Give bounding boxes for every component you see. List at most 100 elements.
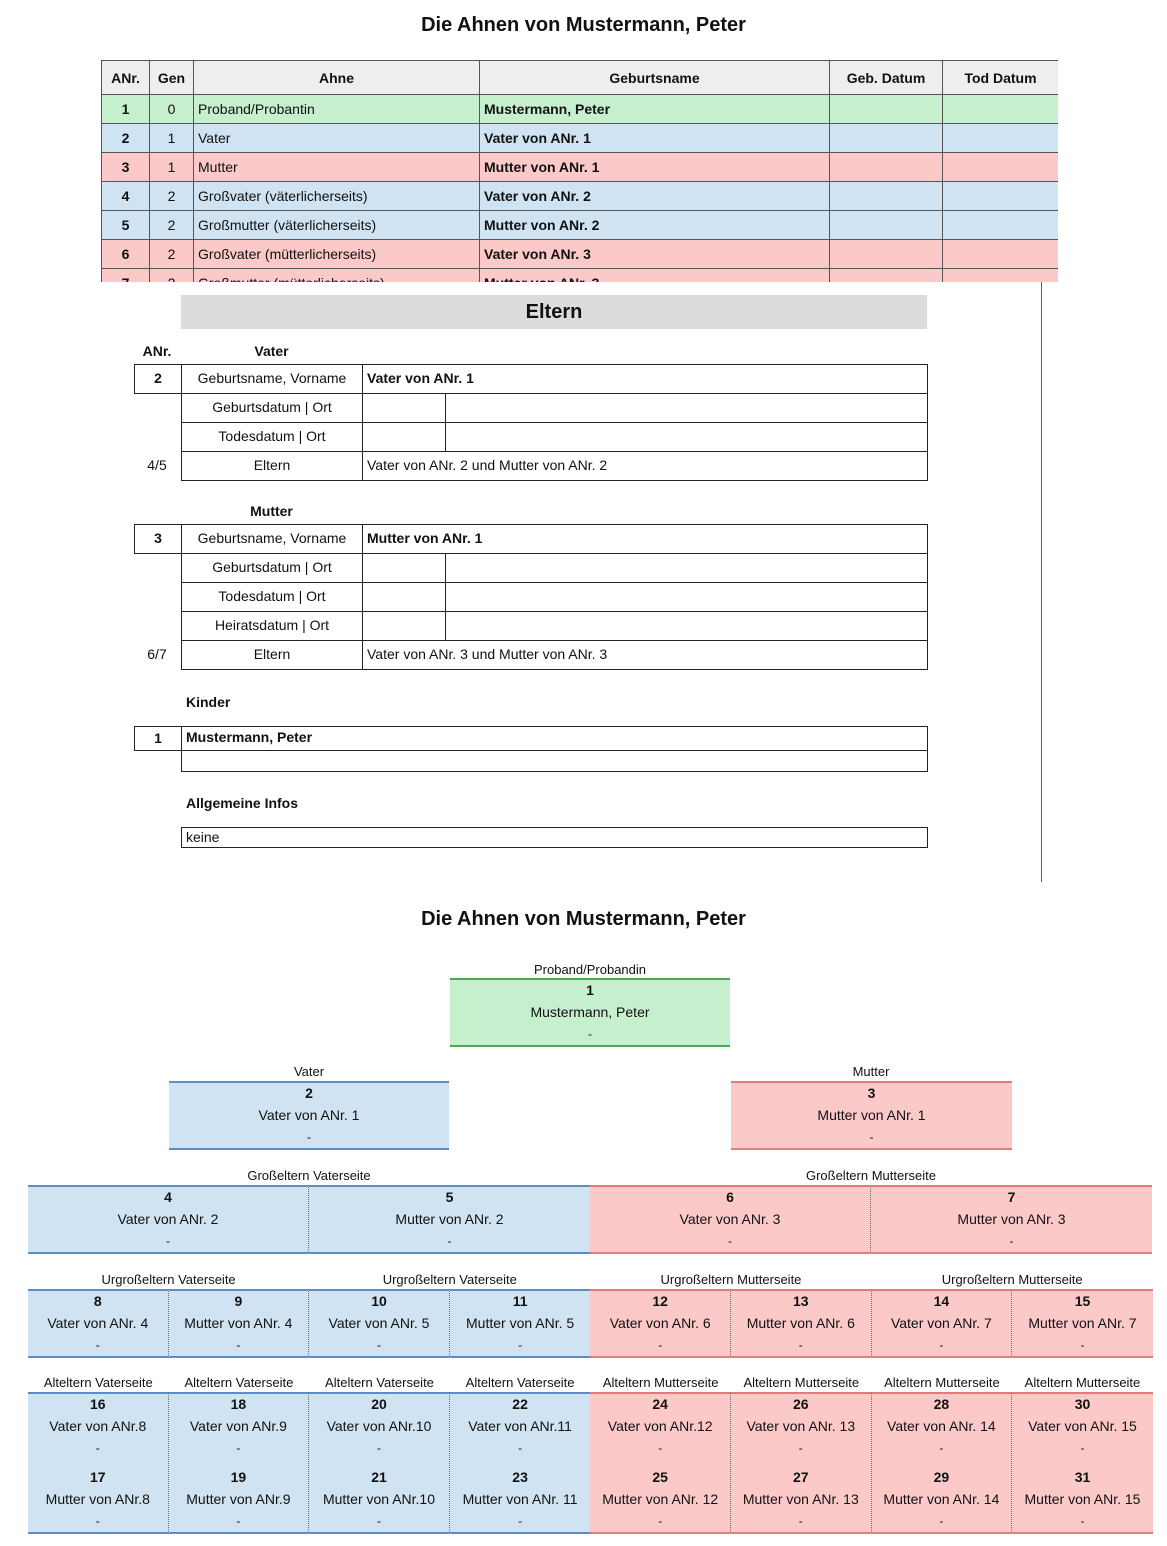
cell-anr[interactable]: 4: [101, 181, 150, 211]
ahne-number[interactable]: 29: [933, 1469, 950, 1485]
vater-box[interactable]: 2 Vater von ANr. 1 -: [169, 1081, 449, 1150]
cell-gen[interactable]: 2: [149, 181, 194, 211]
cell-gen[interactable]: 2: [149, 239, 194, 269]
cell-gen[interactable]: 2: [149, 210, 194, 240]
cell-geb-datum[interactable]: [829, 123, 943, 153]
vater-tod-datum[interactable]: [362, 422, 446, 452]
cell-tod-datum[interactable]: [942, 210, 1058, 240]
col-header-geburtsname[interactable]: Geburtsname: [479, 60, 830, 95]
ahne-number[interactable]: 25: [652, 1469, 668, 1485]
cell-geb-datum[interactable]: [829, 181, 943, 211]
cell-geburtsname[interactable]: Vater von ANr. 3: [479, 239, 830, 269]
vater-geb-ort[interactable]: [445, 393, 928, 423]
cell-tod-datum[interactable]: [942, 239, 1058, 269]
ahne-name[interactable]: Mutter von ANr.10: [322, 1491, 436, 1507]
vater-name-value[interactable]: Vater von ANr. 1: [362, 364, 928, 394]
cell-geburtsname[interactable]: Vater von ANr. 2: [479, 181, 830, 211]
cell-anr[interactable]: 1: [101, 94, 150, 124]
ahne-dates[interactable]: -: [798, 1514, 803, 1528]
ahne-dates[interactable]: -: [939, 1441, 944, 1455]
mutter-geb-datum[interactable]: [362, 553, 446, 583]
mutter-heirat-ort[interactable]: [445, 611, 928, 641]
ahne-number[interactable]: 23: [512, 1469, 528, 1485]
ahne-name[interactable]: Vater von ANr.8: [49, 1418, 147, 1434]
cell-anr[interactable]: 7: [101, 268, 150, 282]
ahne-dates[interactable]: -: [939, 1514, 944, 1528]
vater-geb-datum[interactable]: [362, 393, 446, 423]
cell-geb-datum[interactable]: [829, 210, 943, 240]
mutter-tod-datum[interactable]: [362, 582, 446, 612]
cell-gen[interactable]: 1: [149, 123, 194, 153]
mutter-name-value[interactable]: Mutter von ANr. 1: [362, 524, 928, 554]
ahne-name[interactable]: Vater von ANr.11: [468, 1418, 572, 1434]
cell-tod-datum[interactable]: [942, 123, 1058, 153]
col-header-geb-datum[interactable]: Geb. Datum: [829, 60, 943, 95]
cell-anr[interactable]: 2: [101, 123, 150, 153]
col-header-tod-datum[interactable]: Tod Datum: [942, 60, 1058, 95]
ahne-name[interactable]: Mutter von ANr.9: [186, 1491, 291, 1507]
cell-anr[interactable]: 3: [101, 152, 150, 182]
cell-gen[interactable]: 0: [149, 94, 194, 124]
cell-geb-datum[interactable]: [829, 239, 943, 269]
ahne-number[interactable]: 30: [1074, 1396, 1091, 1412]
ahne-dates[interactable]: -: [518, 1441, 523, 1455]
ahne-dates[interactable]: -: [236, 1441, 241, 1455]
ahne-name[interactable]: Mutter von ANr.8: [45, 1491, 150, 1507]
cell-anr[interactable]: 6: [101, 239, 150, 269]
ahne-number[interactable]: 24: [652, 1396, 668, 1412]
cell-ahne[interactable]: Großmutter (mütterlicherseits): [193, 268, 480, 282]
ahne-number[interactable]: 21: [371, 1469, 387, 1485]
ahne-name[interactable]: Mutter von ANr. 15: [1024, 1491, 1141, 1507]
cell-tod-datum[interactable]: [942, 181, 1058, 211]
ahne-number[interactable]: 26: [793, 1396, 809, 1412]
cell-geb-datum[interactable]: [829, 268, 943, 282]
ahne-number[interactable]: 17: [90, 1469, 106, 1485]
cell-tod-datum[interactable]: [942, 94, 1058, 124]
kind-name[interactable]: Mustermann, Peter: [181, 726, 928, 751]
cell-geburtsname[interactable]: Mutter von ANr. 3: [479, 268, 830, 282]
mutter-tod-ort[interactable]: [445, 582, 928, 612]
ahne-dates[interactable]: -: [376, 1441, 381, 1455]
ahne-name[interactable]: Vater von ANr. 13: [746, 1418, 856, 1434]
col-header-anr[interactable]: ANr.: [101, 60, 150, 95]
ahne-name[interactable]: Mutter von ANr. 13: [742, 1491, 859, 1507]
mutter-heirat-datum[interactable]: [362, 611, 446, 641]
cell-geburtsname[interactable]: Mutter von ANr. 2: [479, 210, 830, 240]
ahnen-row[interactable]: 72Großmutter (mütterlicherseits)Mutter v…: [101, 268, 1058, 282]
vater-tod-ort[interactable]: [445, 422, 928, 452]
ahne-dates[interactable]: -: [658, 1514, 663, 1528]
cell-anr[interactable]: 5: [101, 210, 150, 240]
ahne-dates[interactable]: -: [95, 1441, 100, 1455]
ahne-dates[interactable]: -: [1080, 1441, 1085, 1455]
ahne-number[interactable]: 31: [1074, 1469, 1091, 1485]
ahne-number[interactable]: 16: [90, 1396, 106, 1412]
ahne-name[interactable]: Vater von ANr.12: [607, 1418, 713, 1434]
ahne-number[interactable]: 19: [230, 1469, 247, 1485]
ahne-name[interactable]: Vater von ANr.10: [326, 1418, 432, 1434]
ahne-name[interactable]: Vater von ANr.9: [189, 1418, 287, 1434]
mutter-eltern-value[interactable]: Vater von ANr. 3 und Mutter von ANr. 3: [362, 640, 928, 670]
ahne-number[interactable]: 22: [512, 1396, 528, 1412]
cell-ahne[interactable]: Vater: [193, 123, 480, 153]
cell-gen[interactable]: 2: [149, 268, 194, 282]
ahne-dates[interactable]: -: [376, 1514, 381, 1528]
mutter-box[interactable]: 3 Mutter von ANr. 1 -: [731, 1081, 1012, 1150]
cell-tod-datum[interactable]: [942, 268, 1058, 282]
ahne-name[interactable]: Vater von ANr. 15: [1028, 1418, 1137, 1434]
cell-ahne[interactable]: Großvater (mütterlicherseits): [193, 239, 480, 269]
ahne-dates[interactable]: -: [798, 1441, 803, 1455]
